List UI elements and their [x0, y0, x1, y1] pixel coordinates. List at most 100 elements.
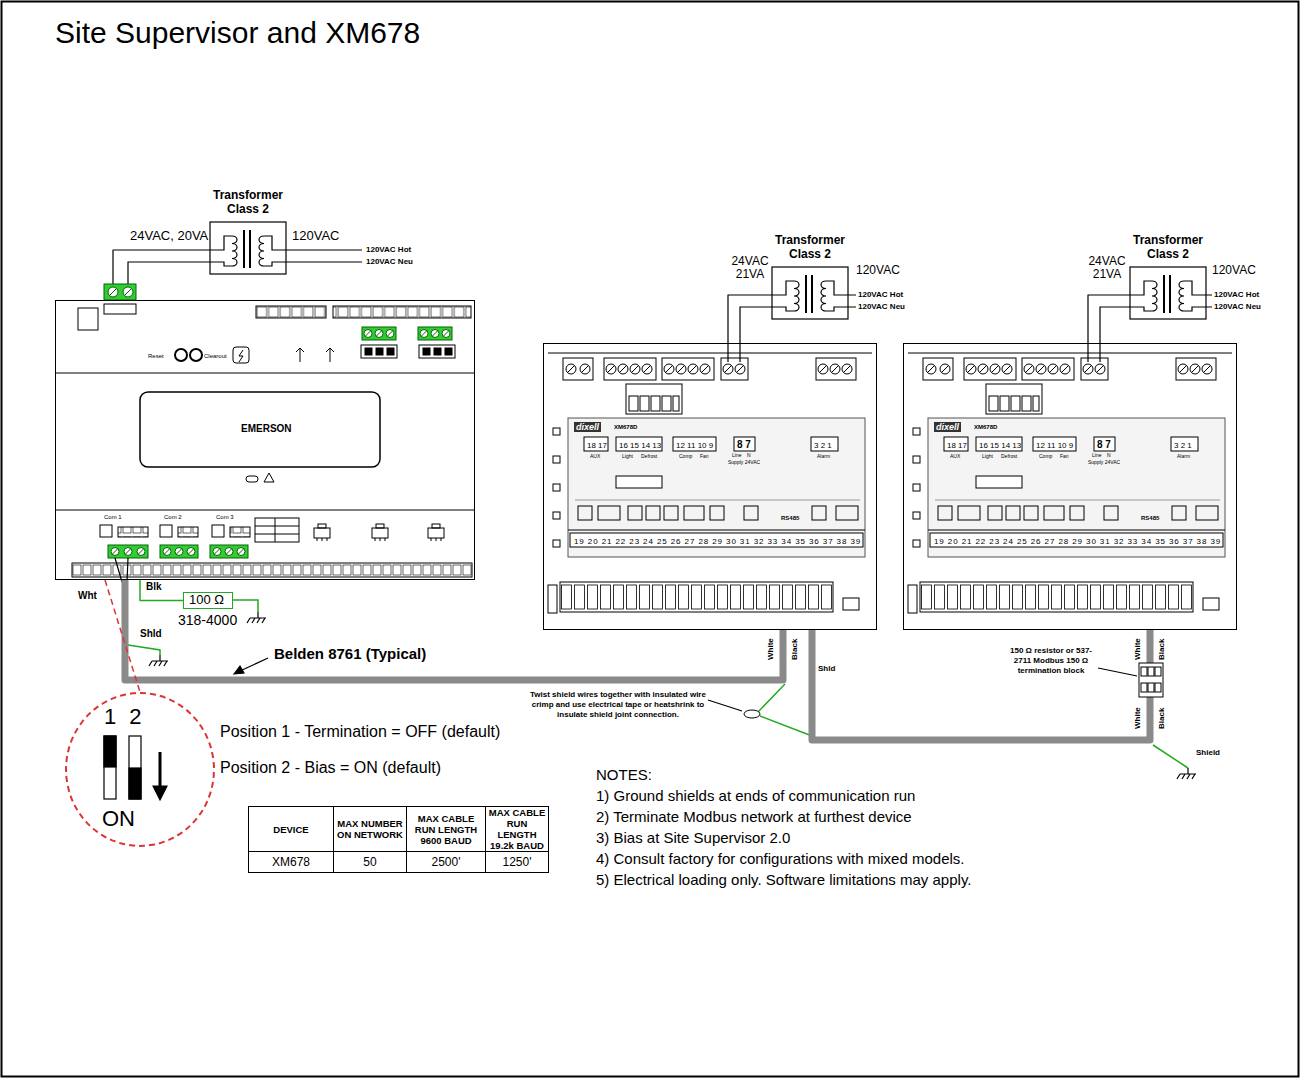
xm678-controller: dixellXM678D18 1716 15 14 1312 11 10 98 …: [903, 343, 1237, 630]
site-supervisor-detail: [264, 473, 274, 482]
site-supervisor-detail: [187, 548, 195, 556]
table-cell: MAX CABLE RUN LENGTH 19.2k BAUD: [485, 806, 549, 852]
wire-connector: [728, 295, 772, 343]
controller-label: Com 2: [164, 514, 182, 521]
terminal-label: 18 17: [587, 441, 607, 450]
power-terminal-block: [104, 284, 136, 300]
site-supervisor-detail: [213, 548, 221, 556]
wire-label: 120VAC Hot: [1214, 290, 1259, 299]
table-cell: DEVICE: [248, 806, 334, 852]
terminal-label: RS485: [781, 515, 799, 522]
site-supervisor-detail: [255, 518, 299, 542]
terminal-label: XM678D: [614, 424, 637, 431]
power-terminal-block: [104, 284, 136, 300]
wire-crimp: [744, 710, 760, 718]
site-supervisor-detail: [314, 524, 330, 541]
xm678-controller: dixellXM678D18 1716 15 14 1312 11 10 98 …: [543, 343, 877, 630]
power-wires: [1088, 307, 1130, 362]
note-text: NOTES:: [596, 766, 652, 783]
table-cell: MAX NUMBER ON NETWORK: [333, 806, 407, 852]
power-terminal-block: [125, 289, 132, 296]
dip-switch-callout: 1 2 ON: [65, 692, 215, 847]
note-text: 4) Consult factory for configurations wi…: [596, 850, 965, 867]
site-supervisor-detail: [175, 548, 183, 556]
wire-label: Black: [790, 639, 799, 660]
dip-switch-illustration: [104, 736, 116, 767]
wire-label: 120VAC: [856, 264, 900, 278]
site-supervisor-detail: [104, 304, 136, 314]
terminal-label: 12 11 10 9: [1036, 441, 1073, 450]
dip-switch-illustration: [129, 736, 141, 799]
switch-label: ON: [102, 808, 135, 830]
site-supervisor-detail: [124, 548, 132, 556]
site-supervisor-detail: [376, 348, 383, 355]
comm-wires: [708, 700, 742, 711]
wiring-illustration: [1177, 768, 1196, 779]
terminal-label: AUX: [590, 454, 600, 460]
power-wires: [286, 250, 362, 262]
terminal-label: 3 2 1: [1174, 441, 1192, 450]
site-supervisor-detail: [362, 327, 396, 340]
transformer: Transformer Class 2: [772, 233, 848, 319]
table-cell: 2500': [406, 851, 486, 873]
comm-wires: [1153, 745, 1188, 768]
resistor-value: 100 Ω: [189, 593, 224, 608]
terminal-label: 16 15 14 13: [979, 441, 1021, 450]
wire-label: 120VAC Neu: [366, 257, 413, 266]
terminal-label: Light: [622, 454, 633, 460]
site-supervisor-detail: [255, 518, 299, 542]
resistor-symbol: 100 Ω: [183, 592, 233, 609]
site-supervisor-detail: [445, 348, 452, 355]
power-wires: [128, 262, 210, 286]
terminal-label: XM678D: [974, 424, 997, 431]
wire-label: Blk: [146, 581, 162, 593]
terminal-label: Defrost: [1001, 454, 1017, 460]
site-supervisor-detail: [72, 563, 472, 577]
controller-label: Reset: [148, 353, 164, 360]
transformer: Transformer Class 2: [1130, 233, 1206, 319]
wire-label: Shld: [140, 628, 162, 640]
controller-label: Com 1: [104, 514, 122, 521]
wire-label: Shield: [1196, 748, 1220, 757]
termination-block: [1148, 683, 1154, 692]
site-supervisor-detail: [442, 330, 450, 338]
table-cell: 1250': [485, 851, 549, 873]
terminal-label: Comp: [679, 454, 692, 460]
power-wires: [848, 295, 856, 307]
site-supervisor-detail: [375, 330, 383, 338]
terminal-label: Defrost: [641, 454, 657, 460]
switch-label: 1 2: [104, 706, 142, 728]
termination-block: [1141, 667, 1147, 676]
wire-label: 120VAC Hot: [366, 245, 411, 254]
callout-leader: [105, 580, 140, 692]
site-supervisor-detail: [418, 327, 452, 340]
site-supervisor-detail: [118, 527, 148, 537]
site-supervisor-detail: [239, 350, 243, 362]
site-supervisor-detail: [387, 348, 394, 355]
comm-wires: [128, 645, 160, 655]
terminal-label: Supply 24VAC: [1088, 460, 1120, 466]
cable-connector: [812, 630, 1150, 740]
note-text: 5) Electrical loading only. Software lim…: [596, 871, 971, 888]
transformer-heading: Transformer Class 2: [210, 188, 286, 216]
site-supervisor-detail: [420, 330, 428, 338]
terminal-label: Supply 24VAC: [728, 460, 760, 466]
site-supervisor-detail: [160, 525, 172, 537]
site-supervisor-detail: [434, 348, 441, 355]
site-supervisor-detail: [163, 548, 171, 556]
site-supervisor-detail: [160, 545, 198, 558]
wire-connector: [113, 250, 210, 300]
wire-label: 120VAC: [292, 229, 339, 244]
wire-label: White: [1133, 638, 1142, 660]
dip-switch-illustration: [104, 736, 116, 799]
site-supervisor-detail: [246, 476, 258, 482]
wire-label: Shld: [818, 664, 835, 673]
wire-label: 120VAC Neu: [858, 302, 905, 311]
power-terminal-block: [110, 289, 117, 296]
site-supervisor-detail: [210, 545, 248, 558]
site-supervisor-detail: [175, 349, 187, 361]
power-wires: [1206, 295, 1212, 307]
terminal-label: 19 20 21 22 23 24 25 26 27 28 29 30 31 3…: [934, 537, 1221, 546]
